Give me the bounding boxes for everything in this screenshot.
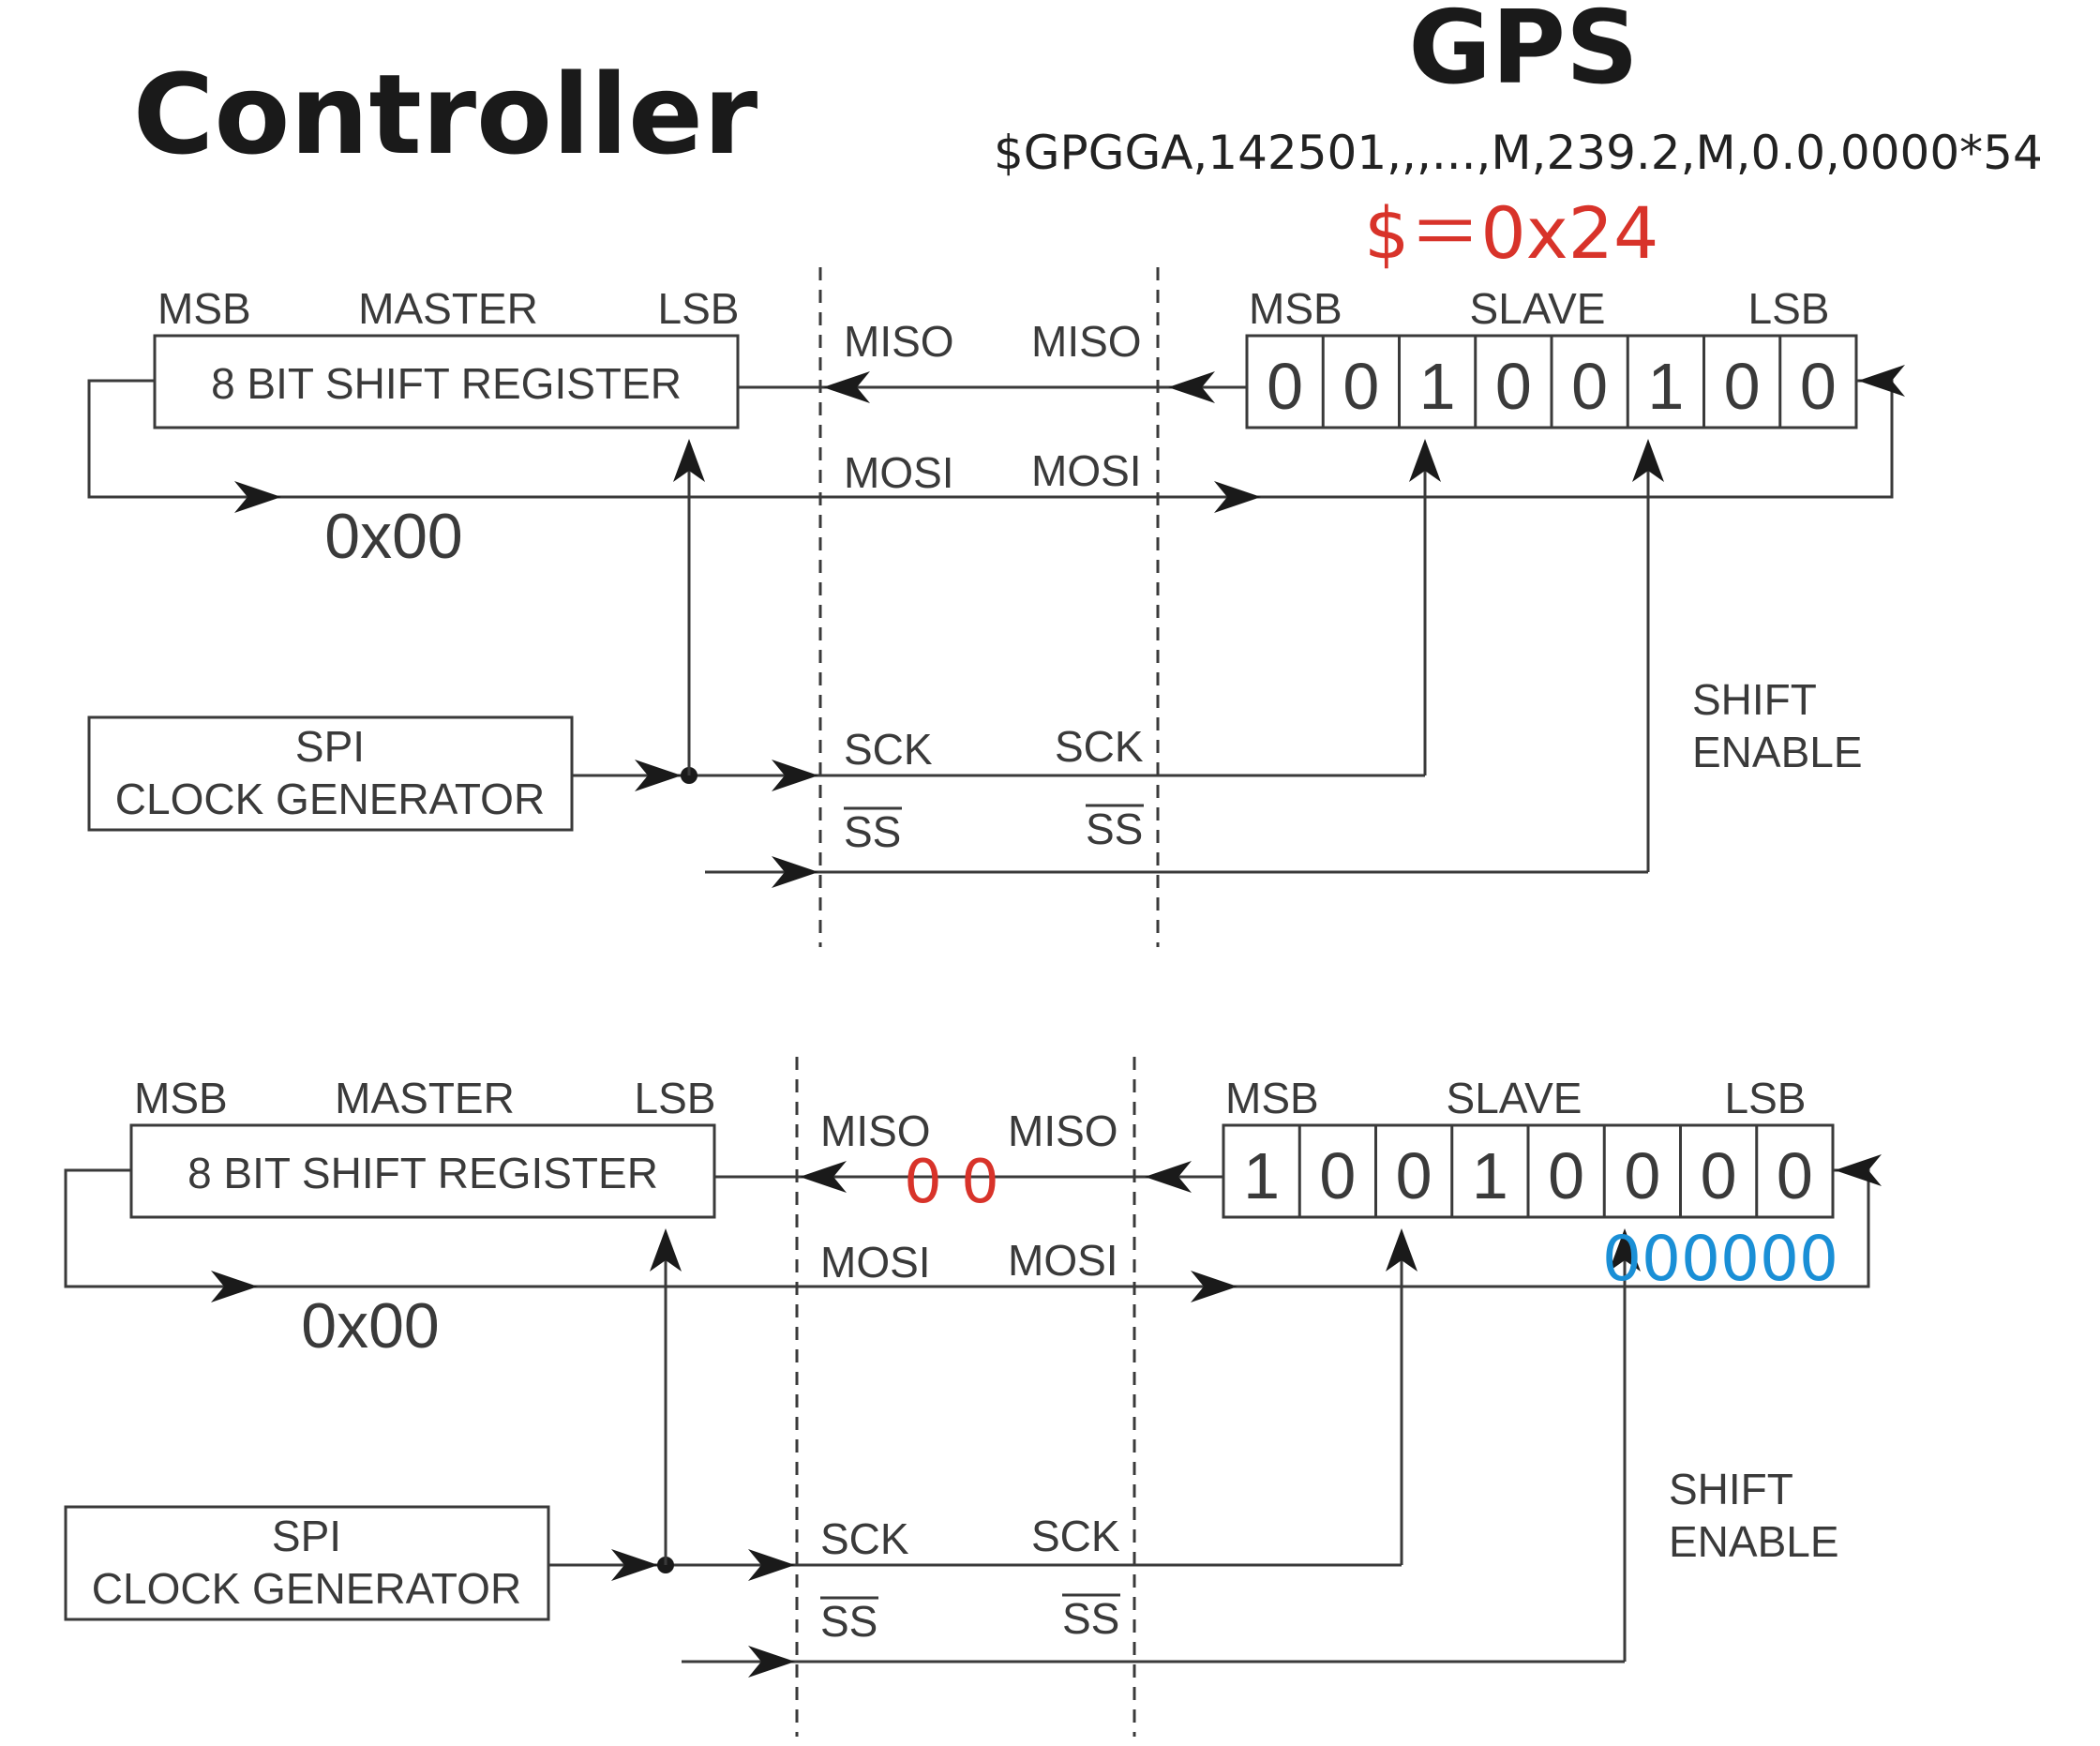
bottom-shift-register-label: 8 BIT SHIFT REGISTER xyxy=(188,1149,658,1197)
bottom-slave-label: SLAVE xyxy=(1447,1074,1582,1122)
top-clock-generator-label: CLOCK GENERATOR xyxy=(115,775,545,823)
bottom-slave-lsb: LSB xyxy=(1725,1074,1807,1122)
top-master-clock-arrow xyxy=(673,439,705,482)
top-master-value: 0x00 xyxy=(324,501,462,572)
top-slave-bit: 0 xyxy=(1800,350,1837,423)
bottom-mosi-slave-label: MOSI xyxy=(1008,1236,1118,1285)
top-enable-label: ENABLE xyxy=(1692,728,1863,776)
bottom-slave-bit: 0 xyxy=(1548,1139,1584,1212)
bottom-master-msb: MSB xyxy=(134,1074,228,1122)
top-ss-master-label: SS xyxy=(844,807,901,856)
top-slave-bit: 0 xyxy=(1267,350,1303,423)
top-ss-arrow xyxy=(772,856,818,888)
top-sck-up-arrow xyxy=(1409,439,1441,482)
bottom-ss-slave-label: SS xyxy=(1062,1594,1119,1643)
top-slave-bit: 0 xyxy=(1724,350,1761,423)
bottom-miso-arrow-right xyxy=(1145,1161,1192,1193)
top-clock-generator xyxy=(87,715,574,832)
top-clock-arrow-1 xyxy=(635,760,682,791)
gps-title: GPS xyxy=(1408,0,1639,107)
bottom-clock-generator-label: CLOCK GENERATOR xyxy=(92,1564,521,1613)
bottom-shifted-out-bits: 0 0 xyxy=(904,1148,999,1217)
bottom-master-lsb: LSB xyxy=(635,1074,716,1122)
bottom-shifted-in-bits: 000000 xyxy=(1602,1223,1838,1295)
bottom-slave-bit: 0 xyxy=(1701,1139,1737,1212)
top-master-lsb: LSB xyxy=(658,284,740,333)
top-miso-arrow-right xyxy=(1168,371,1215,403)
top-mosi-arrow-right xyxy=(1214,481,1261,513)
bottom-clock-arrow-1 xyxy=(611,1549,658,1581)
bottom-enable-label: ENABLE xyxy=(1669,1517,1839,1566)
top-mosi-master-label: MOSI xyxy=(844,448,954,497)
bottom-slave-bit: 1 xyxy=(1472,1139,1508,1212)
bottom-master-register xyxy=(129,1123,716,1219)
top-sck-slave-label: SCK xyxy=(1055,722,1144,771)
bottom-mosi-master-label: MOSI xyxy=(820,1238,931,1287)
top-ss-slave-label: SS xyxy=(1086,805,1143,853)
bottom-slave-bit: 0 xyxy=(1319,1139,1356,1212)
bottom-sck-up-arrow xyxy=(1386,1228,1418,1272)
bottom-mosi-arrow-left xyxy=(211,1271,258,1302)
top-ss-up-arrow xyxy=(1632,439,1664,482)
bottom-slave-msb: MSB xyxy=(1225,1074,1319,1122)
top-mosi-arrow-left xyxy=(234,481,281,513)
top-slave-bit: 0 xyxy=(1342,350,1379,423)
top-spi-label: SPI xyxy=(295,722,365,771)
top-mosi-slave-label: MOSI xyxy=(1031,446,1142,495)
bottom-clock-arrow-2 xyxy=(748,1549,795,1581)
controller-title: Controller xyxy=(133,50,758,179)
bottom-sck-slave-label: SCK xyxy=(1031,1512,1120,1560)
top-slave-msb: MSB xyxy=(1249,284,1342,333)
top-slave-lsb: LSB xyxy=(1748,284,1830,333)
bottom-shift-label: SHIFT xyxy=(1669,1465,1793,1513)
bottom-master-label: MASTER xyxy=(335,1074,515,1122)
bottom-slave-bit: 0 xyxy=(1777,1139,1813,1212)
bottom-master-value: 0x00 xyxy=(301,1290,439,1362)
bottom-ss-master-label: SS xyxy=(820,1597,878,1646)
bottom-spi-label: SPI xyxy=(272,1512,341,1560)
gps-sentence: $GPGGA,142501,,,...,M,239.2,M,0.0,0000*5… xyxy=(994,126,2043,180)
top-clock-arrow-2 xyxy=(772,760,818,791)
top-slave-bit: 0 xyxy=(1495,350,1532,423)
top-miso-master-label: MISO xyxy=(844,317,954,366)
top-slave-bit: 1 xyxy=(1647,350,1684,423)
top-shift-label: SHIFT xyxy=(1692,675,1817,724)
top-slave-bit: 0 xyxy=(1571,350,1608,423)
bottom-clock-generator xyxy=(64,1505,550,1621)
bottom-sck-master-label: SCK xyxy=(820,1514,909,1563)
top-miso-slave-label: MISO xyxy=(1031,317,1142,366)
top-slave-label: SLAVE xyxy=(1470,284,1606,333)
bottom-miso-arrow-left xyxy=(800,1161,847,1193)
top-master-label: MASTER xyxy=(358,284,538,333)
bottom-slave-bit: 0 xyxy=(1624,1139,1660,1212)
bottom-master-clock-arrow xyxy=(650,1228,682,1272)
top-miso-arrow-left xyxy=(823,371,870,403)
bottom-ss-arrow xyxy=(748,1646,795,1678)
bottom-mosi-arrow-right xyxy=(1191,1271,1238,1302)
dollar-code: $＝0x24 xyxy=(1364,191,1658,275)
bottom-miso-slave-label: MISO xyxy=(1008,1106,1118,1155)
top-sck-master-label: SCK xyxy=(844,725,933,774)
bottom-slave-bit: 1 xyxy=(1243,1139,1280,1212)
top-slave-bit: 1 xyxy=(1419,350,1456,423)
top-slave-feedback-arrow xyxy=(1858,365,1905,397)
bottom-slave-bit: 0 xyxy=(1396,1139,1432,1212)
bottom-ss-up-arrow xyxy=(1609,1228,1641,1272)
bottom-miso-master-label: MISO xyxy=(820,1106,931,1155)
bottom-slave-feedback-arrow xyxy=(1835,1154,1882,1186)
top-shift-register-label: 8 BIT SHIFT REGISTER xyxy=(211,359,682,408)
top-master-msb: MSB xyxy=(158,284,251,333)
